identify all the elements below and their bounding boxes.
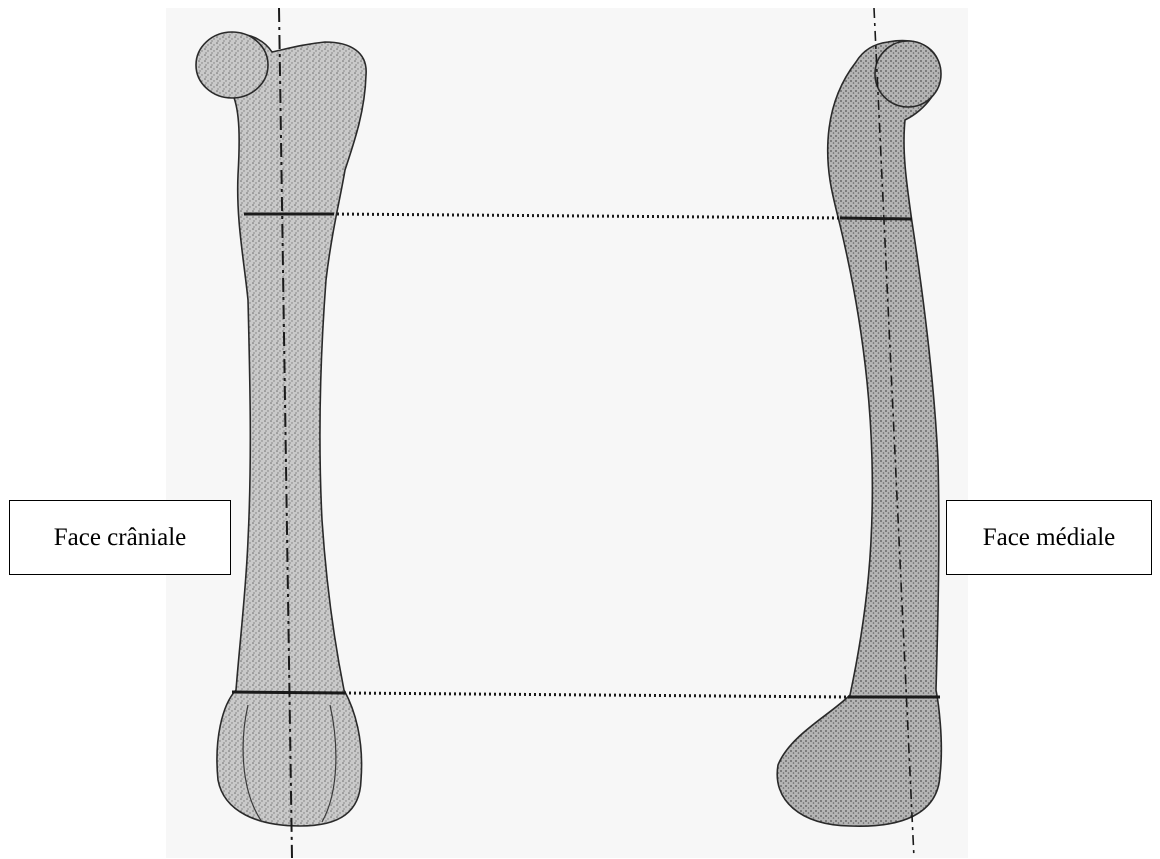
label-face-mediale: Face médiale (946, 500, 1152, 575)
label-face-craniale: Face crâniale (9, 500, 231, 575)
femoral-head-medial (875, 41, 941, 107)
femoral-head-cranial (196, 32, 268, 98)
